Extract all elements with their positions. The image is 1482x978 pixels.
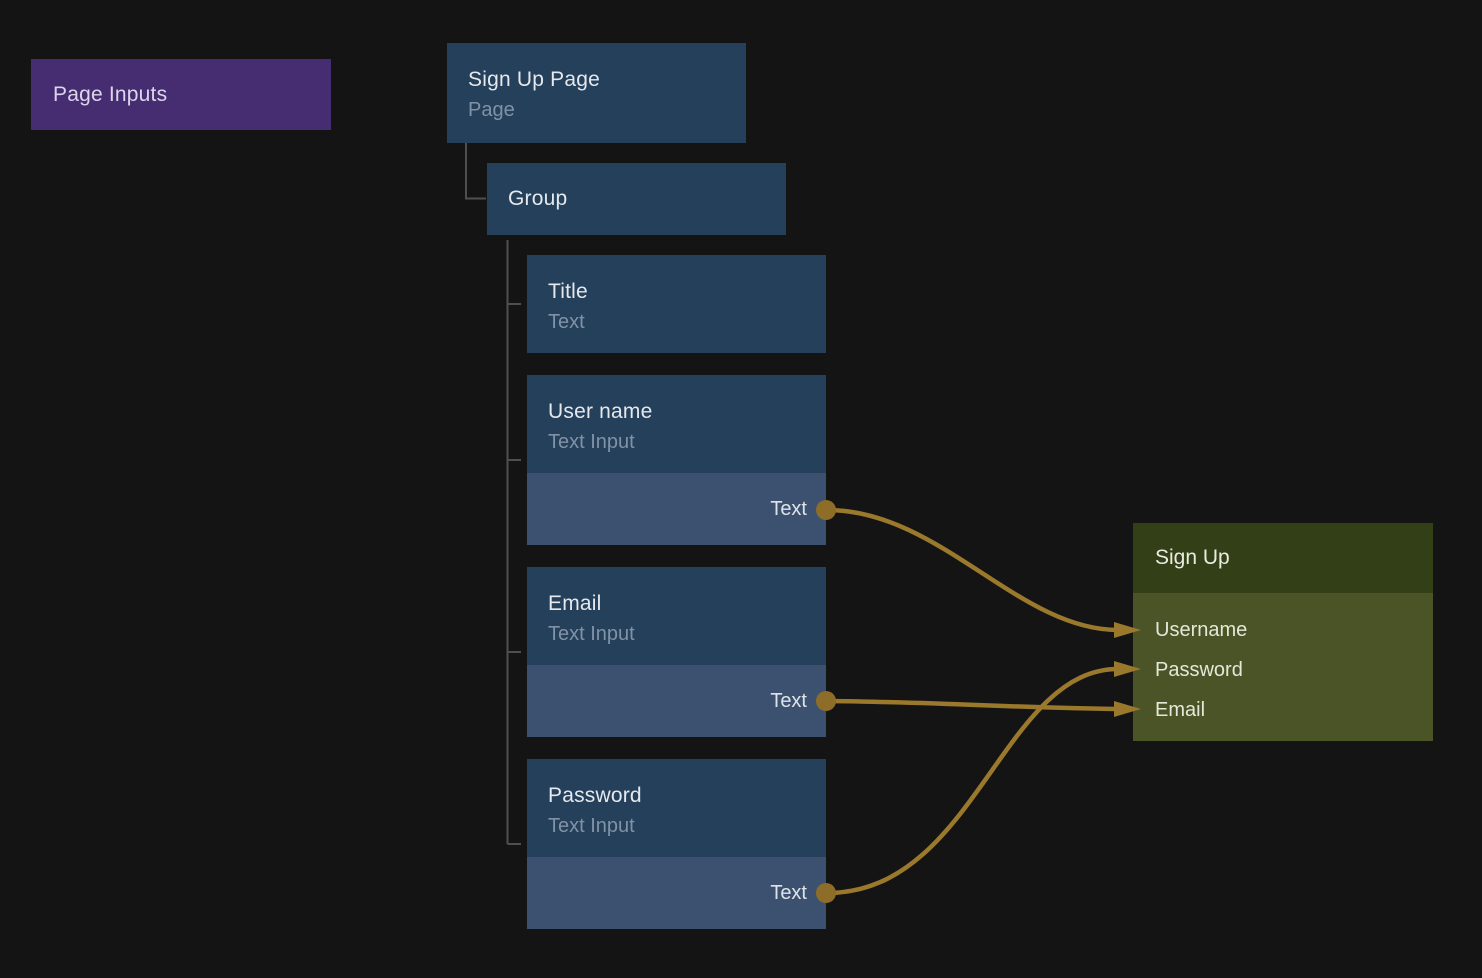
node-title-label: User name: [548, 400, 653, 423]
node-title-text-header: Title Text: [527, 255, 826, 353]
node-email-output-row[interactable]: Text: [527, 665, 826, 737]
node-user-name[interactable]: User name Text Input Text: [527, 375, 826, 545]
wire-email-to-signup[interactable]: [826, 698, 1119, 712]
input-port-row-username[interactable]: Username: [1133, 610, 1433, 650]
node-type-label: Text Input: [548, 815, 635, 837]
node-password-output-row[interactable]: Text: [527, 857, 826, 929]
wire-password-to-signup[interactable]: [826, 666, 1119, 896]
node-type-label: Text Input: [548, 431, 635, 453]
input-port-label: Username: [1155, 618, 1248, 641]
node-user-name-header: User name Text Input: [527, 375, 826, 473]
page-inputs-label: Page Inputs: [53, 82, 168, 106]
node-type-label: Page: [468, 99, 515, 121]
output-port-label: Text: [770, 881, 807, 904]
node-title-label: Password: [548, 784, 642, 807]
node-password[interactable]: Password Text Input Text: [527, 759, 826, 929]
node-email-header: Email Text Input: [527, 567, 826, 665]
input-port-label: Email: [1155, 698, 1206, 721]
input-port-row-password[interactable]: Password: [1133, 650, 1433, 690]
node-type-label: Text: [548, 311, 585, 333]
node-sign-up-action-header: Sign Up: [1133, 523, 1433, 593]
node-title-label: Email: [548, 592, 602, 615]
node-sign-up-page-header: Sign Up Page Page: [447, 43, 746, 143]
node-sign-up-action-body: Username Password Email: [1133, 593, 1433, 741]
page-inputs-chip[interactable]: Page Inputs: [31, 59, 331, 130]
node-title-label: Sign Up: [1155, 546, 1230, 569]
node-email[interactable]: Email Text Input Text: [527, 567, 826, 737]
node-group[interactable]: Group: [487, 163, 786, 235]
node-title-text[interactable]: Title Text: [527, 255, 826, 353]
wire-username-to-signup[interactable]: [826, 507, 1119, 633]
node-sign-up-page[interactable]: Sign Up Page Page: [447, 43, 746, 143]
input-port-label: Password: [1155, 658, 1243, 681]
tree-connector-root-to-group: [465, 143, 486, 200]
node-sign-up-action[interactable]: Sign Up Username Password Email: [1133, 523, 1433, 741]
node-title-label: Group: [508, 187, 568, 210]
node-title-label: Sign Up Page: [468, 68, 600, 91]
input-port-row-email[interactable]: Email: [1133, 690, 1433, 730]
node-title-label: Title: [548, 280, 588, 303]
node-type-label: Text Input: [548, 623, 635, 645]
node-password-header: Password Text Input: [527, 759, 826, 857]
output-port-label: Text: [770, 689, 807, 712]
output-port-label: Text: [770, 497, 807, 520]
node-user-name-output-row[interactable]: Text: [527, 473, 826, 545]
